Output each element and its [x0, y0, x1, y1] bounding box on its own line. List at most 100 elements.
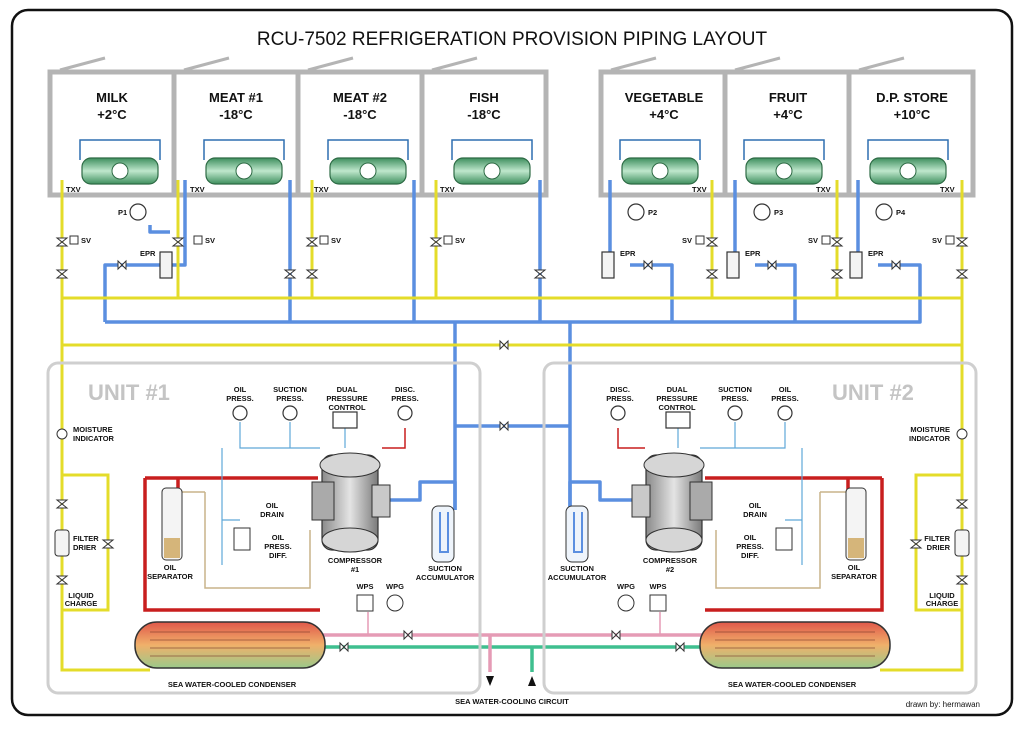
suction-accumulator-1 — [431, 505, 455, 563]
compressor-2-label: COMPRESSOR — [643, 556, 698, 565]
moisture-indicator-2 — [956, 428, 968, 440]
moisture-indicator-label: INDICATOR — [73, 434, 115, 443]
sv-label: SV — [205, 236, 215, 245]
room-box-fish — [419, 69, 549, 198]
unit2-gauges — [610, 405, 793, 429]
oil-separator-2 — [845, 487, 867, 561]
gauge-label-p3: P3 — [774, 208, 783, 217]
oil-separator-label: OIL — [164, 563, 177, 572]
room-box-dpstore — [846, 69, 976, 198]
credit-text: drawn by: hermawan — [906, 700, 980, 709]
room-temp-fish: -18°C — [467, 107, 501, 122]
evaporator-coils — [79, 139, 949, 185]
room-temp-milk: +2°C — [97, 107, 127, 122]
room-pressure-gauges — [129, 203, 893, 221]
condenser-1 — [134, 621, 326, 669]
filter-drier-label: FILTER — [73, 534, 99, 543]
wps-1 — [356, 594, 374, 612]
room-name-dpstore: D.P. STORE — [876, 90, 948, 105]
txv-label: TXV — [66, 185, 81, 194]
liquid-lines — [60, 180, 964, 672]
moisture-indicator-label: INDICATOR — [909, 434, 951, 443]
sv-label: SV — [81, 236, 91, 245]
epr-label: EPR — [140, 249, 156, 258]
room-name-fish: FISH — [469, 90, 499, 105]
suction-accumulator-label: SUCTION — [560, 564, 594, 573]
dual-pressure-control-label: DUAL — [667, 385, 688, 394]
suction-press-label: PRESS. — [721, 394, 749, 403]
sv-label: SV — [808, 236, 818, 245]
valves — [55, 237, 969, 653]
cold-rooms — [47, 69, 976, 198]
wpg-label: WPG — [386, 582, 404, 591]
filter-drier-label: DRIER — [73, 543, 97, 552]
condenser-label: SEA WATER-COOLED CONDENSER — [168, 680, 297, 689]
compressor-2 — [631, 452, 713, 553]
filter-drier-label: DRIER — [927, 543, 951, 552]
disc-press-label: DISC. — [610, 385, 630, 394]
txv-label: TXV — [692, 185, 707, 194]
oil-drain-label: DRAIN — [260, 510, 284, 519]
unit1-box — [46, 361, 482, 695]
sv-labels: SV SV SV SV SV SV SV — [81, 236, 942, 245]
dual-pressure-control-label: DUAL — [337, 385, 358, 394]
oil-separator-label: SEPARATOR — [831, 572, 877, 581]
suction-accumulator-2 — [565, 505, 589, 563]
room-temp-fruit: +4°C — [773, 107, 803, 122]
oil-press-diff-label: DIFF. — [741, 551, 759, 560]
oil-separator-label: OIL — [848, 563, 861, 572]
moisture-indicator-1 — [56, 428, 68, 440]
unit1-label: UNIT #1 — [88, 380, 170, 405]
gauge-label-p1: P1 — [118, 208, 127, 217]
oil-press-label: PRESS. — [226, 394, 254, 403]
liquid-charge-label: CHARGE — [65, 599, 98, 608]
compressor-1-label: COMPRESSOR — [328, 556, 383, 565]
compressor-2-number: #2 — [666, 565, 674, 574]
oil-drain-label: OIL — [266, 501, 279, 510]
wpg-label: WPG — [617, 582, 635, 591]
oil-press-diff-2 — [775, 527, 793, 551]
wps-2 — [649, 594, 667, 612]
room-name-vegetable: VEGETABLE — [625, 90, 704, 105]
sea-water-arrows — [486, 676, 536, 686]
suction-accumulator-label: ACCUMULATOR — [416, 573, 475, 582]
condenser-label: SEA WATER-COOLED CONDENSER — [728, 680, 857, 689]
suction-accumulator-label: ACCUMULATOR — [548, 573, 607, 582]
gauge-label-p2: P2 — [648, 208, 657, 217]
dual-pressure-control-label: CONTROL — [658, 403, 695, 412]
unit2-box — [542, 361, 978, 695]
suction-press-label: SUCTION — [273, 385, 307, 394]
gauge-label-p4: P4 — [896, 208, 906, 217]
dual-pressure-control-label: CONTROL — [328, 403, 365, 412]
epr-label: EPR — [745, 249, 761, 258]
sea-water-lines — [320, 612, 705, 672]
discharge-lines — [143, 476, 884, 612]
oil-press-label: OIL — [779, 385, 792, 394]
disc-press-label: PRESS. — [391, 394, 419, 403]
txv-labels: TXV TXV TXV TXV TXV TXV TXV — [66, 185, 955, 194]
epr-label: EPR — [868, 249, 884, 258]
disc-press-label: PRESS. — [606, 394, 634, 403]
sv-label: SV — [932, 236, 942, 245]
epr-label: EPR — [620, 249, 636, 258]
oil-drain-label: DRAIN — [743, 510, 767, 519]
room-doors — [59, 56, 905, 72]
filter-drier-1 — [54, 529, 70, 557]
room-name-meat2: MEAT #2 — [333, 90, 387, 105]
oil-press-diff-label: OIL — [744, 533, 757, 542]
room-temp-meat2: -18°C — [343, 107, 377, 122]
liquid-charge-label: LIQUID — [68, 591, 94, 600]
moisture-indicator-label: MOISTURE — [910, 425, 950, 434]
wps-label: WPS — [649, 582, 666, 591]
oil-separator-1 — [161, 487, 183, 561]
oil-press-label: OIL — [234, 385, 247, 394]
room-temp-meat1: -18°C — [219, 107, 253, 122]
compressor-1-number: #1 — [351, 565, 359, 574]
oil-press-diff-label: DIFF. — [269, 551, 287, 560]
condenser-2 — [699, 621, 891, 669]
suction-press-label: PRESS. — [276, 394, 304, 403]
room-name-fruit: FRUIT — [769, 90, 807, 105]
oil-press-diff-1 — [233, 527, 251, 551]
